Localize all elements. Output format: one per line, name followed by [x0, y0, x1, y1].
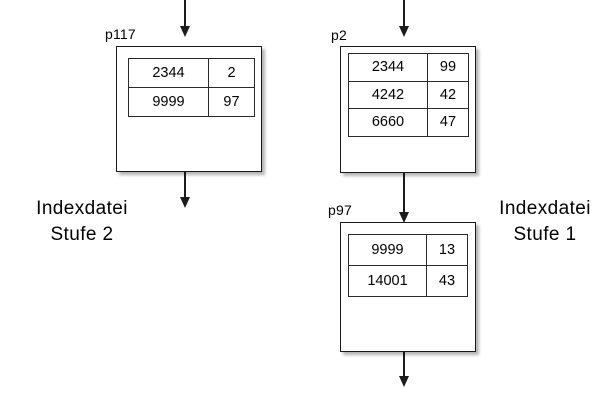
entry-pointer: 47 — [427, 108, 469, 137]
entry-key: 9999 — [348, 234, 427, 266]
entry-key: 2344 — [128, 58, 209, 88]
arrow-out-of-p97 — [398, 352, 410, 388]
table-row: 2344 2 — [128, 58, 255, 88]
entry-pointer: 43 — [426, 265, 468, 297]
entry-pointer: 13 — [426, 234, 468, 266]
arrow-head-down-icon — [398, 376, 409, 387]
table-row: 6660 47 — [348, 108, 469, 137]
arrow-shaft — [403, 0, 405, 27]
entry-table-p117: 2344 2 9999 97 — [128, 58, 255, 117]
entry-key: 9999 — [128, 87, 209, 117]
table-row: 4242 42 — [348, 80, 469, 110]
arrow-shaft — [184, 0, 186, 27]
entry-key: 6660 — [348, 108, 428, 137]
arrow-shaft — [403, 352, 405, 377]
table-row: 2344 99 — [348, 53, 469, 82]
caption-index-level-2: Indexdatei Stufe 2 — [12, 196, 152, 248]
arrow-shaft — [184, 172, 186, 198]
entry-pointer: 97 — [208, 87, 255, 117]
arrow-head-down-icon — [398, 26, 409, 37]
entry-key: 2344 — [348, 53, 428, 82]
arrow-out-of-p117 — [179, 172, 191, 208]
arrow-into-p2 — [398, 0, 410, 37]
entry-table-p2: 2344 99 4242 42 6660 47 — [348, 53, 469, 137]
entry-key: 4242 — [348, 80, 428, 110]
caption-line-1: Indexdatei — [499, 198, 591, 219]
table-row: 9999 97 — [128, 87, 255, 117]
arrow-head-down-icon — [179, 197, 190, 208]
entry-pointer: 42 — [427, 80, 469, 110]
box-label-p117: p117 — [105, 26, 136, 42]
arrow-into-p117 — [179, 0, 191, 37]
entry-pointer: 2 — [208, 58, 255, 88]
caption-line-2: Stufe 2 — [50, 224, 114, 245]
box-label-p2: p2 — [331, 27, 347, 43]
arrow-head-down-icon — [179, 26, 190, 37]
entry-key: 14001 — [348, 265, 427, 297]
entry-table-p97: 9999 13 14001 43 — [348, 234, 468, 297]
caption-line-1: Indexdatei — [36, 198, 128, 219]
box-label-p97: p97 — [328, 202, 352, 218]
entry-pointer: 99 — [427, 53, 469, 82]
caption-index-level-1: Indexdatei Stufe 1 — [487, 196, 603, 248]
arrow-shaft — [403, 173, 405, 213]
table-row: 14001 43 — [348, 265, 468, 297]
arrow-p2-to-p97 — [398, 173, 410, 223]
table-row: 9999 13 — [348, 234, 468, 266]
caption-line-2: Stufe 1 — [513, 224, 577, 245]
